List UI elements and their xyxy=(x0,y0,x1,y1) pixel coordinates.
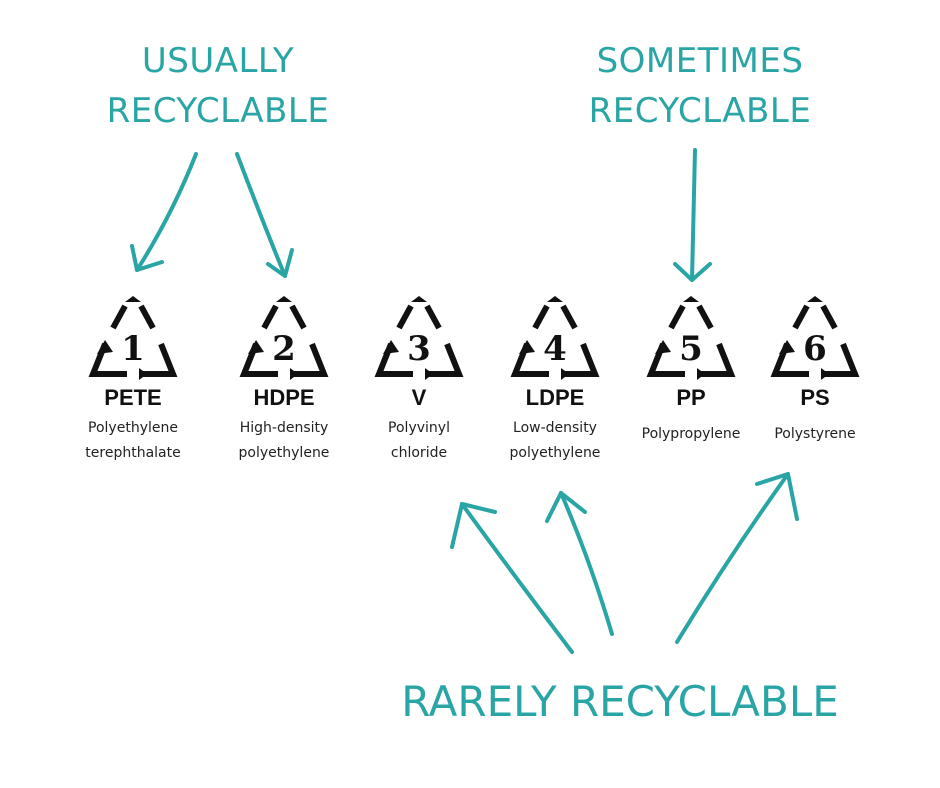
arrowhead xyxy=(450,502,497,549)
name-line: High-density xyxy=(239,420,329,436)
recycle-triangle-icon: 1 xyxy=(88,296,178,380)
code-full-name: Polystyrene xyxy=(730,422,900,447)
name-line: Polyethylene xyxy=(88,420,178,436)
arrow-sometimes-to-pp xyxy=(690,148,697,282)
code-abbreviation: PS xyxy=(800,385,830,410)
arrowhead xyxy=(545,491,587,523)
code-full-name: Polyvinyl chloride xyxy=(334,416,504,466)
code-abbreviation: V xyxy=(411,385,427,410)
arrowhead xyxy=(755,472,799,521)
name-line: terephthalate xyxy=(85,445,181,461)
code-pete: 1 PETE Polyethylene terephthalate xyxy=(48,294,218,466)
arrow-usually-to-hdpe xyxy=(235,152,287,278)
code-full-name: Low-density polyethylene xyxy=(470,416,640,466)
recycle-triangle-icon: 6 xyxy=(770,296,860,380)
recycle-triangle-icon: 5 xyxy=(646,296,736,380)
heading-line: RECYCLABLE xyxy=(588,91,812,131)
name-line: Polypropylene xyxy=(641,426,741,442)
code-ps: 6 PS Polystyrene xyxy=(730,294,900,447)
code-full-name: Polyethylene terephthalate xyxy=(48,416,218,466)
code-hdpe: 2 HDPE High-density polyethylene xyxy=(199,294,369,466)
code-pp: 5 PP Polypropylene xyxy=(606,294,776,447)
recycle-triangle-icon: 3 xyxy=(374,296,464,380)
code-number: 3 xyxy=(407,329,431,369)
arrow-rarely-to-ldpe xyxy=(559,491,614,636)
arrowhead xyxy=(266,248,294,278)
recycle-triangle-icon: 2 xyxy=(239,296,329,380)
code-abbreviation: PETE xyxy=(104,385,162,410)
code-ldpe: 4 LDPE Low-density polyethylene xyxy=(470,294,640,466)
name-line: Low-density xyxy=(513,420,597,436)
name-line: chloride xyxy=(390,445,448,461)
arrow-rarely-to-v xyxy=(460,502,574,654)
name-line: polyethylene xyxy=(238,445,330,461)
code-number: 1 xyxy=(121,329,145,369)
arrowhead xyxy=(673,262,712,282)
code-abbreviation: PP xyxy=(676,385,706,410)
name-line: Polyvinyl xyxy=(388,420,450,436)
name-line: polyethylene xyxy=(509,445,601,461)
code-number: 4 xyxy=(543,329,567,369)
code-number: 5 xyxy=(679,329,703,369)
heading-line: USUALLY xyxy=(141,41,295,81)
rarely-recyclable-heading: RARELY RECYCLABLE xyxy=(401,677,839,726)
arrow-rarely-to-ps xyxy=(675,472,790,644)
heading-line: RECYCLABLE xyxy=(106,91,330,131)
code-number: 6 xyxy=(803,329,827,369)
code-full-name: High-density polyethylene xyxy=(199,416,369,466)
code-number: 2 xyxy=(272,329,296,369)
recycle-triangle-icon: 4 xyxy=(510,296,600,380)
usually-recyclable-heading: USUALLY RECYCLABLE xyxy=(88,36,348,136)
name-line: Polystyrene xyxy=(774,426,856,442)
heading-line: SOMETIMES xyxy=(596,41,804,81)
arrow-usually-to-pete xyxy=(135,152,198,272)
sometimes-recyclable-heading: SOMETIMES RECYCLABLE xyxy=(565,36,835,136)
code-v: 3 V Polyvinyl chloride xyxy=(334,294,504,466)
code-full-name: Polypropylene xyxy=(606,422,776,447)
arrowhead xyxy=(130,244,164,272)
code-abbreviation: HDPE xyxy=(253,385,315,410)
code-abbreviation: LDPE xyxy=(525,385,585,410)
